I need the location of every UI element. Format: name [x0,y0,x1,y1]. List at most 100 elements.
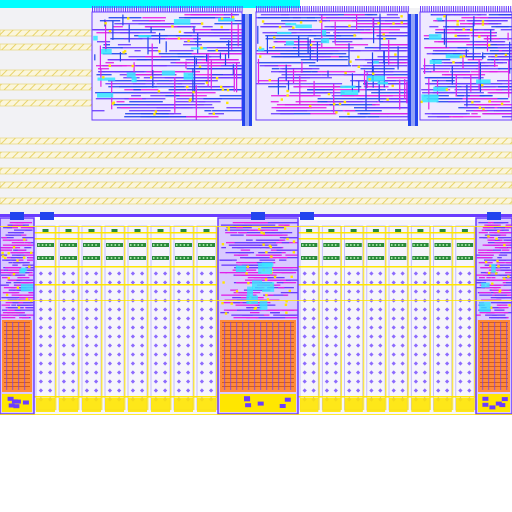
cell-trace [500,297,512,299]
gap-base [298,220,476,415]
io-pin [348,6,350,12]
metal-trace [212,110,242,112]
cell-trace [18,294,29,296]
poly-line [429,226,431,410]
io-pin [442,6,443,12]
io-pin [118,6,120,12]
metal-trace [96,74,112,76]
io-pin [459,6,461,12]
diamond-contact [422,361,427,366]
cell-trace [500,252,512,254]
metal-trace [184,14,224,16]
diamond-contact [355,307,361,312]
resistor-contact [187,244,189,246]
diamond-contact [153,379,159,384]
diamond-contact [458,289,463,294]
diamond-contact [458,280,463,285]
metal-trace [444,74,453,76]
poly-line [55,226,57,410]
resistor-contact [391,257,393,259]
tap-marker [180,229,187,232]
cell-contact [247,282,250,285]
metal-trace [207,65,224,67]
cell-contact [270,255,273,258]
diamond-contact [324,370,330,375]
cyan-region [340,85,356,89]
gate-finger [222,382,294,383]
cell-trace [11,254,26,256]
io-pin [295,6,297,12]
metal-trace [489,71,510,73]
diamond-contact [139,361,145,366]
resistor-contact [331,257,333,259]
metal-trace [288,29,337,31]
pad-via [499,403,506,408]
gate-finger [4,338,30,339]
cell-contact [30,251,33,254]
cell-trace [10,287,20,289]
resistor-contact [38,244,40,246]
via-stack [174,77,176,113]
cyan-region [285,22,297,26]
io-pin [111,6,113,12]
via-stack [299,75,301,105]
metal-trace [318,20,330,22]
io-pin [197,6,199,12]
diamond-contact [391,316,396,321]
io-pin [269,6,271,12]
metal-trace [133,86,185,88]
resistor-contact [394,257,397,259]
io-pin [494,6,496,12]
metal-trace [469,95,480,97]
metal-trace [312,59,325,61]
cell-trace [240,297,247,299]
io-pin [230,6,232,12]
cell-trace [498,254,508,256]
diamond-contact [458,379,463,384]
cell-trace [282,282,297,284]
io-pin [180,6,181,12]
contact [454,34,457,37]
cell-trace [493,227,505,229]
io-pin [199,6,201,12]
bottom-pad [389,398,408,412]
cell-trace [276,282,284,284]
diamond-contact [391,379,396,384]
contact [280,98,283,101]
cell-trace [235,304,258,306]
diamond-contact [467,316,472,321]
contact [343,100,347,104]
diamond-contact [153,307,159,312]
cell-trace [246,239,253,241]
metal-trace [371,92,408,94]
metal-trace [105,62,114,64]
contact [188,99,191,102]
gate-finger [222,366,294,367]
diamond-contact [347,343,352,348]
diamond-contact [400,289,405,294]
diamond-contact [176,379,182,384]
via-stack [266,35,268,54]
contact [187,39,190,43]
cell-trace [256,304,262,306]
contact [215,77,219,80]
metal-trace [363,86,389,88]
resistor-contact [391,244,393,246]
contact [456,23,459,26]
metal-trace [332,41,353,43]
cell-trace [268,267,293,269]
contact [456,20,459,23]
via-stack [321,15,323,49]
cyan-region [433,86,448,92]
diamond-contact [413,307,419,312]
cell-contact [25,297,29,301]
cell-trace [7,272,22,274]
diamond-contact [458,271,463,276]
diamond-contact [347,361,352,366]
diamond-contact [208,370,214,375]
diamond-contact [208,316,214,321]
cell-trace [491,244,510,246]
io-pin [103,6,104,12]
cell-trace [28,227,34,229]
io-pin [341,6,343,12]
